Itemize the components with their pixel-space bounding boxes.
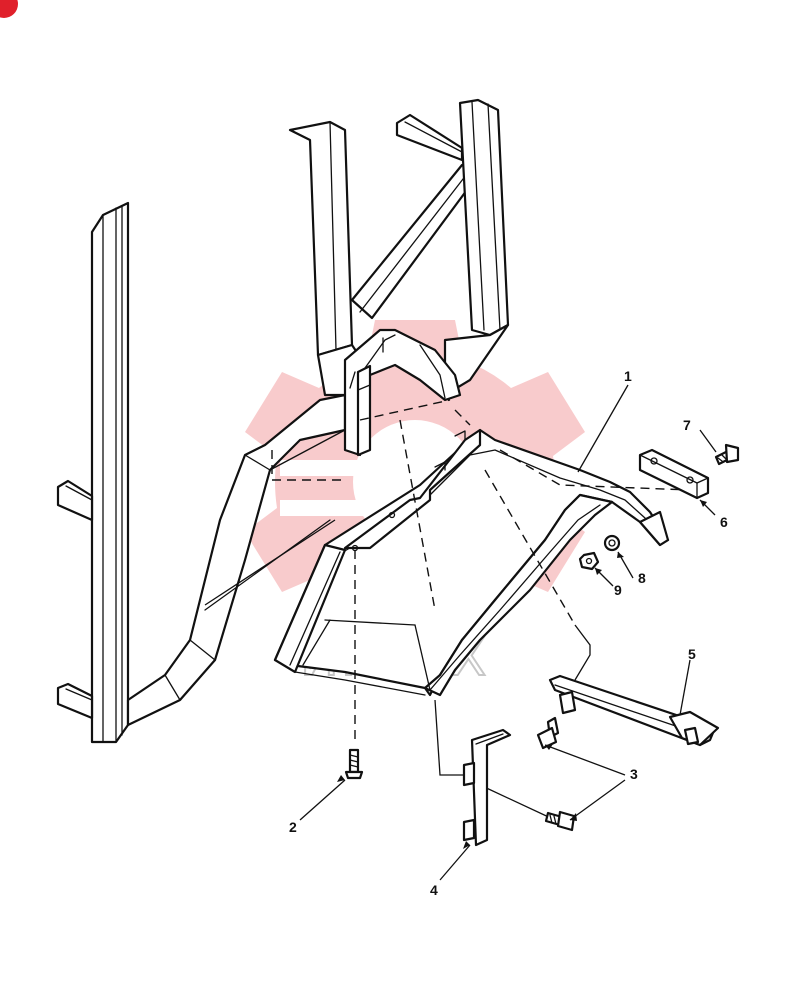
corner-badge xyxy=(0,0,18,18)
plate-item-6 xyxy=(638,448,710,500)
bracket-item-4 xyxy=(462,728,512,847)
main-fender xyxy=(273,428,670,697)
nut-item-9 xyxy=(578,551,600,571)
callout-9: 9 xyxy=(614,582,622,598)
bolt-item-7 xyxy=(714,443,740,466)
callout-numbers: 1 2 3 4 5 6 7 8 9 xyxy=(289,368,728,898)
center-support-bracket xyxy=(356,364,372,457)
callout-2: 2 xyxy=(289,819,297,835)
bolt-item-3a xyxy=(536,716,560,750)
callout-1: 1 xyxy=(624,368,632,384)
callout-3: 3 xyxy=(630,766,638,782)
fastener-lines xyxy=(204,519,591,821)
callout-7: 7 xyxy=(683,417,691,433)
rail-item-5 xyxy=(548,674,720,747)
left-cab-post xyxy=(56,201,130,744)
assembly-lines xyxy=(271,399,691,740)
callout-6: 6 xyxy=(720,514,728,530)
right-cab-post xyxy=(395,98,510,397)
nut-item-8 xyxy=(603,534,621,552)
callout-5: 5 xyxy=(688,646,696,662)
callout-leaders xyxy=(299,384,717,881)
callout-4: 4 xyxy=(430,882,438,898)
bolt-item-3b xyxy=(544,810,576,832)
callout-8: 8 xyxy=(638,570,646,586)
screw-item-2 xyxy=(344,748,364,780)
